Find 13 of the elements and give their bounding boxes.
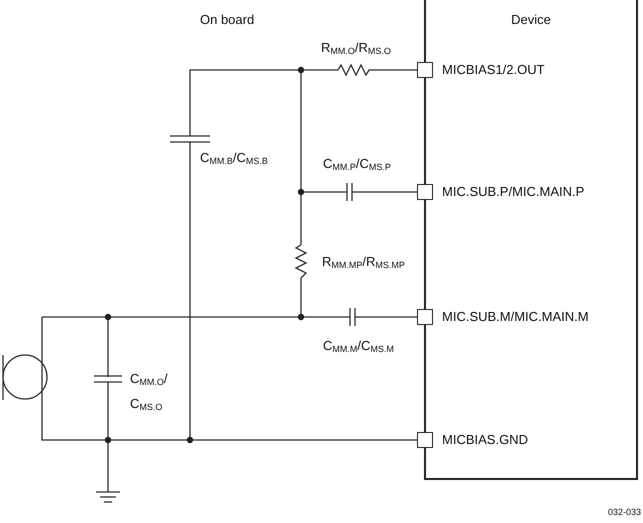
component-label: R$_{MM.O}$/R$_{MS.O}$ (321, 40, 391, 58)
pin-label: MIC.SUB.M/MIC.MAIN.M (442, 309, 589, 324)
component-label: C$_{MM.M}$/C$_{MS.M}$ (323, 338, 394, 356)
component-label: C$_{MM.P}$/C$_{MS.P}$ (323, 156, 391, 174)
block-title: Device (510, 12, 552, 27)
figure-number: 032-033 (608, 506, 642, 519)
component-label: C$_{MM.B}$/C$_{MS.B}$ (200, 150, 268, 168)
section-label: On board (200, 12, 254, 27)
pin-label: MICBIAS1/2.OUT (442, 62, 545, 77)
pin-label: MICBIAS.GND (442, 432, 528, 447)
pin-label: MIC.SUB.P/MIC.MAIN.P (442, 184, 584, 199)
component-label: R$_{MM.MP}$/R$_{MS.MP}$ (322, 254, 405, 272)
component-label: C$_{MM.O}$/ C$_{MS.O}$ (130, 370, 169, 414)
